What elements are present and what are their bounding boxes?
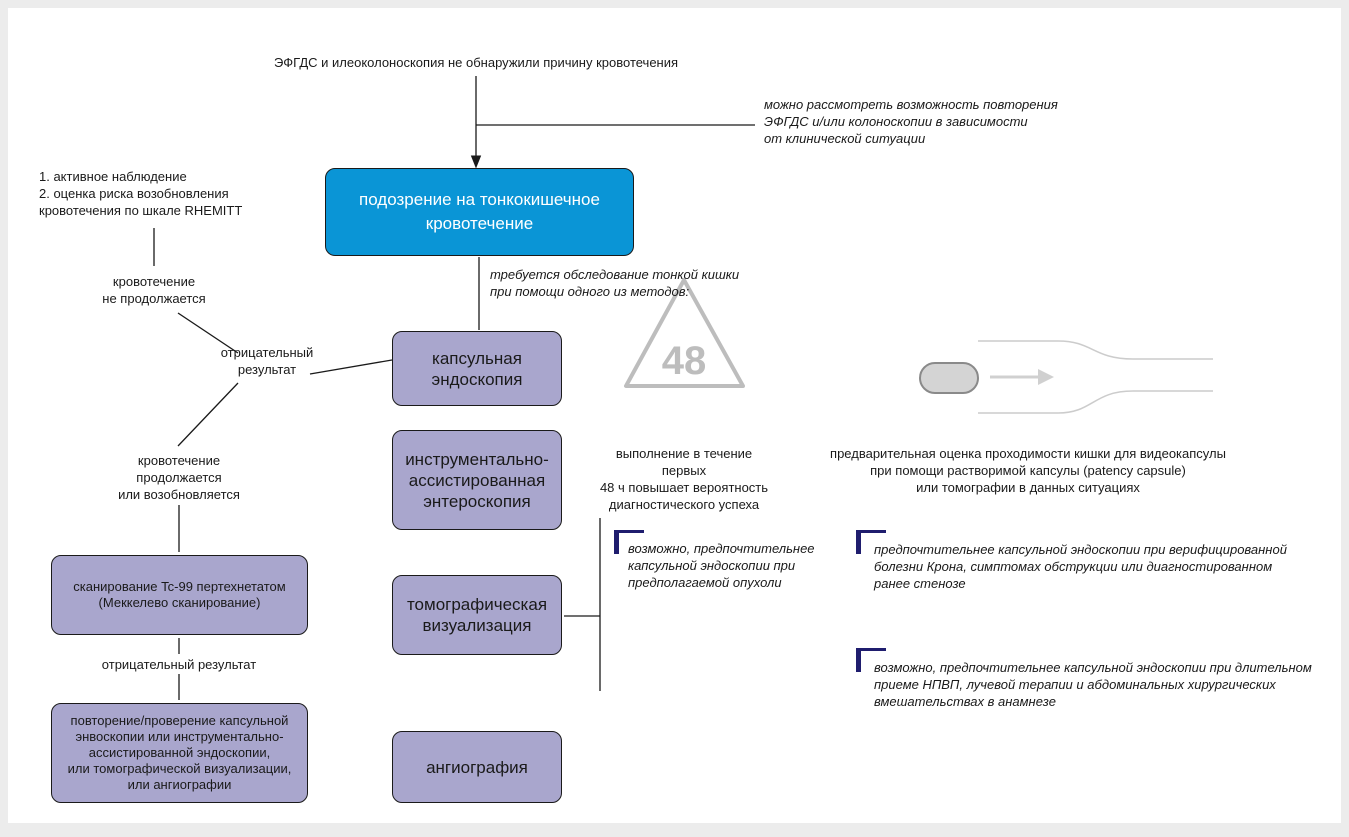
negative-result-text: отрицательный результат (220, 345, 314, 377)
angiography-label: ангиография (426, 757, 528, 777)
suspicion-box[interactable]: подозрение на тонкокишечное кровотечение (325, 168, 634, 256)
tomography-label: томографическая визуализация (406, 595, 548, 635)
patency-text: предварительная оценка проходимости кишк… (830, 446, 1226, 495)
capsule-endoscopy-box[interactable]: капсульная эндоскопия (392, 331, 562, 406)
enteroscopy-label: инструментально- ассистированная энтерос… (405, 449, 549, 511)
connector-lines: 48 (153, 76, 1213, 700)
nsaid-note-bracket (856, 648, 886, 672)
negative-result-2-text: отрицательный результат (101, 657, 257, 672)
top-condition-text: ЭФГДС и илеоколоноскопия не обнаружили п… (273, 55, 679, 70)
management-text: 1. активное наблюдение 2. оценка риска в… (39, 169, 243, 218)
scan-label: сканирование Tc-99 пертехнетатом (Меккел… (73, 579, 286, 610)
enteroscopy-box[interactable]: инструментально- ассистированная энтерос… (392, 430, 562, 530)
within-48h-text: выполнение в течение первых 48 ч повышае… (599, 446, 769, 512)
repeat-methods-label: повторение/проверение капсульной энвоско… (67, 713, 292, 792)
nsaid-note-text: возможно, предпочтительнее капсульной эн… (874, 660, 1312, 709)
tomography-box[interactable]: томографическая визуализация (392, 575, 562, 655)
tumor-note-text: возможно, предпочтительнее капсульной эн… (628, 541, 815, 590)
repeat-methods-box[interactable]: повторение/проверение капсульной энвоско… (51, 703, 308, 803)
tumor-note-bracket (614, 530, 644, 554)
time-48-icon: 48 (624, 278, 745, 388)
connector-stopped-negative (177, 312, 239, 354)
time-48-icon-label: 48 (662, 339, 707, 383)
scan-box[interactable]: сканирование Tc-99 пертехнетатом (Меккел… (51, 555, 308, 635)
suspicion-label: подозрение на тонкокишечное кровотечение (359, 190, 600, 233)
capsule-endoscopy-label: капсульная эндоскопия (431, 348, 523, 389)
crohn-note-text: предпочтительнее капсульной эндоскопии п… (874, 542, 1287, 591)
bleeding-continues-text: кровотечение продолжается или возобновля… (118, 453, 240, 502)
exam-required-text: требуется обследование тонкой кишки при … (490, 267, 740, 299)
angiography-box[interactable]: ангиография (392, 731, 562, 803)
repeat-note-text: можно рассмотреть возможность повторения… (764, 97, 1058, 146)
flowchart-canvas: 48 ЭФГДС и илеоколоноскопия не обнаружил… (8, 8, 1341, 823)
connector-negative-capsule (309, 359, 393, 375)
crohn-note-bracket (856, 530, 886, 554)
bleeding-stopped-text: кровотечение не продолжается (102, 274, 206, 306)
capsule-passage-icon (919, 340, 1213, 414)
connector-negative-continues (177, 382, 239, 447)
